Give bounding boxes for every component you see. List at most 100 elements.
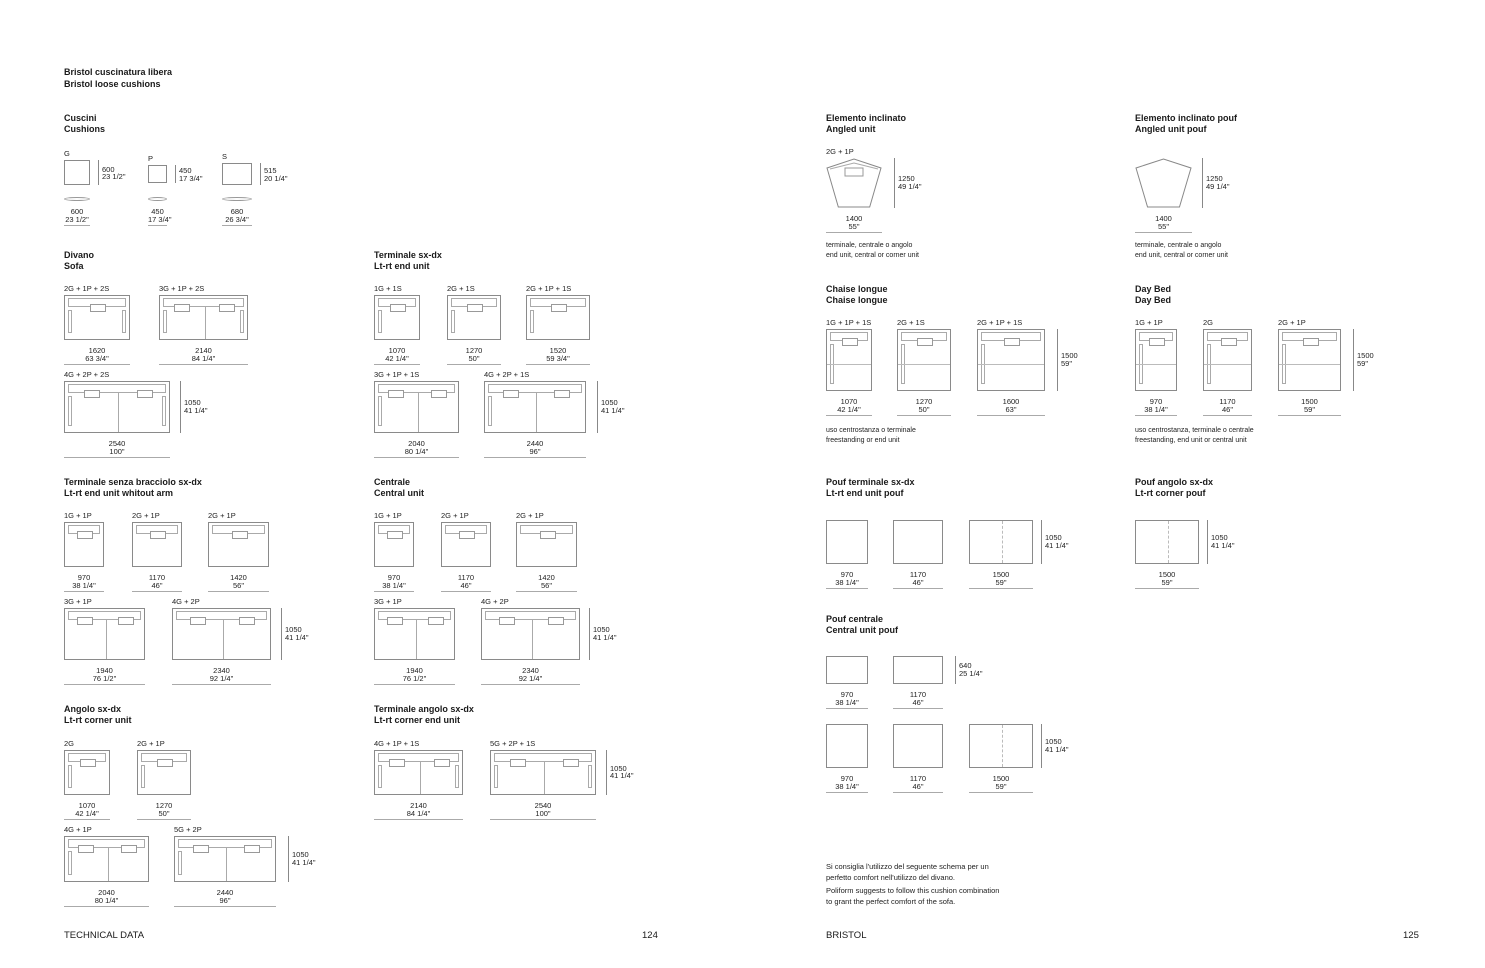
height-mm: 1250: [1206, 174, 1223, 183]
arm-cushion: [494, 765, 498, 788]
height-mm: 515: [264, 166, 277, 175]
arm-cushion: [68, 396, 72, 426]
width-mm: 450: [151, 207, 164, 216]
module-drawing: [64, 608, 145, 660]
height-mm: 1050: [1211, 533, 1228, 542]
pillow-cushion: [1004, 338, 1020, 346]
height-dimension-line: [180, 381, 181, 433]
backrest-cushion: [378, 753, 459, 762]
unit-label: 2G + 1P + 2S: [64, 284, 110, 293]
height-dimension-line: [597, 381, 598, 433]
dimension-underline: [172, 684, 271, 685]
width-inch: 59": [1303, 404, 1315, 414]
height-mm: 1050: [285, 625, 302, 634]
width-inch: 17 3/4": [148, 214, 172, 224]
section-title-en: Lt-rt end unit: [374, 261, 430, 271]
section-title-en: Angled unit pouf: [1135, 124, 1207, 134]
pillow-cushion: [842, 338, 858, 346]
width-inch: 80 1/4": [404, 446, 429, 456]
height-inch: 41 1/4": [292, 857, 316, 867]
width-mm: 2140: [410, 801, 427, 810]
cushion-drawing: [64, 160, 90, 185]
unit-label: 1G + 1P: [64, 511, 92, 520]
height-inch: 17 3/4": [179, 173, 203, 183]
pillow-cushion: [389, 759, 406, 767]
height-inch: 59": [1357, 358, 1369, 368]
advice-text: Si consiglia l'utilizzo del seguente sch…: [826, 861, 999, 907]
module-drawing: [208, 522, 269, 567]
width-inch: 96": [219, 895, 231, 905]
dimension-underline: [893, 708, 943, 709]
pillow-cushion: [77, 617, 94, 625]
height-mm: 1050: [1045, 533, 1062, 542]
section-title-it: Pouf angolo sx-dx: [1135, 477, 1214, 487]
width-mm: 1270: [465, 346, 483, 355]
section-title-it: Angolo sx-dx: [64, 704, 122, 714]
height-inch: 41 1/4": [593, 632, 617, 642]
width-inch: 38 1/4": [382, 580, 406, 590]
width-inch: 46": [1221, 404, 1233, 414]
section-title-en: Lt-rt corner unit: [64, 715, 132, 725]
dimension-underline: [826, 232, 882, 233]
dimension-underline: [1135, 415, 1177, 416]
arm-cushion: [163, 310, 167, 333]
pillow-cushion: [80, 759, 96, 767]
width-inch: 26 3/4": [225, 214, 249, 224]
height-inch: 23 1/2": [102, 172, 126, 181]
section-title-en: Chaise longue: [826, 295, 888, 305]
module-drawing: [174, 836, 276, 882]
seat-seam: [536, 393, 537, 432]
usage-note-en: end unit, central or corner unit: [1135, 252, 1228, 259]
module-drawing: [64, 381, 170, 433]
width-mm: 2040: [408, 439, 425, 448]
dimension-underline: [526, 364, 590, 365]
footer-right-label: BRISTOL: [826, 930, 867, 941]
unit-label: S: [222, 152, 228, 161]
seat-seam: [118, 393, 119, 432]
unit-label: 2G + 1P + 1S: [977, 318, 1023, 327]
dimension-underline: [374, 819, 463, 820]
width-inch: 38 1/4": [835, 781, 859, 791]
module-drawing: [137, 750, 191, 795]
height-dimension-line: [1207, 520, 1208, 564]
arm-cushion: [378, 310, 382, 333]
width-inch: 46": [912, 781, 924, 791]
height-dimension-line: [1041, 520, 1042, 564]
unit-label: 4G + 2P + 1S: [484, 370, 530, 379]
width-mm: 1600: [1002, 397, 1020, 406]
pillow-cushion: [553, 390, 570, 398]
usage-note-it: uso centrostanza o terminale: [826, 427, 916, 434]
width-inch: 38 1/4": [835, 697, 859, 707]
arm-cushion: [68, 310, 72, 333]
cushion-side-profile: [222, 197, 252, 201]
backrest-cushion: [178, 839, 272, 848]
height-dimension-line: [1353, 329, 1354, 391]
height-mm: 1050: [1045, 737, 1062, 746]
module-drawing: [490, 750, 596, 795]
height-mm: 1050: [610, 763, 627, 773]
width-mm: 1620: [88, 346, 106, 355]
width-inch: 38 1/4": [835, 577, 859, 587]
width-inch: 59": [995, 577, 1007, 587]
height-dimension-line: [1057, 329, 1058, 391]
height-dimension-line: [288, 836, 289, 882]
width-inch: 46": [912, 577, 924, 587]
height-mm: 450: [179, 166, 192, 175]
angled-unit-drawing: [826, 158, 882, 208]
width-mm: 1170: [909, 690, 927, 699]
